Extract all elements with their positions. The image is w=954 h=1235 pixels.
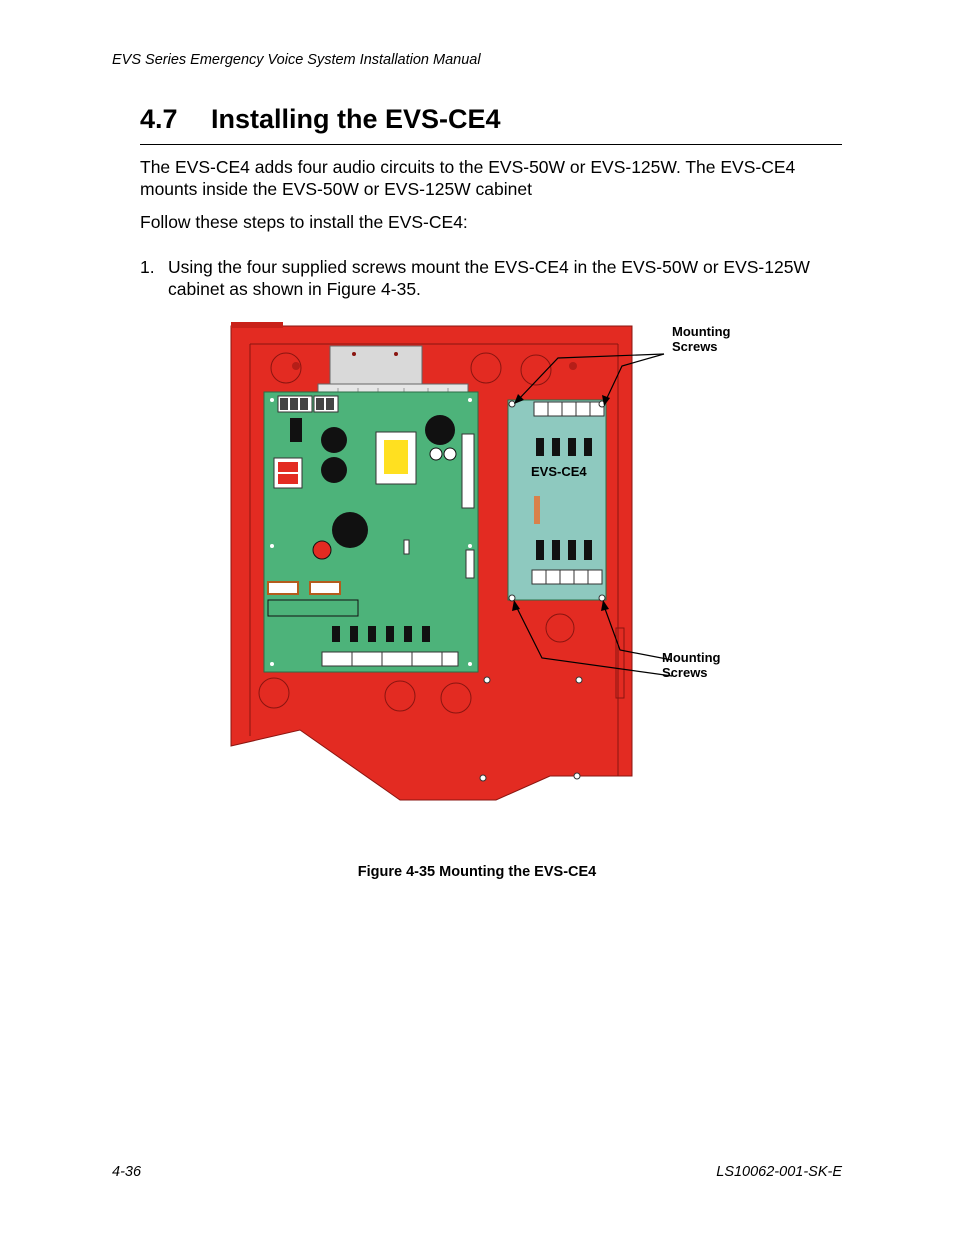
intro-paragraph: The EVS-CE4 adds four audio circuits to … <box>140 157 796 199</box>
cabinet-illustration <box>230 322 673 801</box>
callout-top-line1: Mounting <box>672 324 731 339</box>
callout-arrows <box>515 353 673 677</box>
main-board <box>263 391 479 673</box>
figure-caption: Figure 4-35 Mounting the EVS-CE4 <box>357 864 597 880</box>
evs-ce4-board <box>507 399 607 602</box>
figure-mounting-diagram: EVS-CE4 Mounting Screws Mounting Screws <box>228 318 748 808</box>
callout-bottom: Mounting Screws <box>662 650 720 680</box>
page-number: 4-36 <box>112 1164 142 1180</box>
screw-icon <box>508 594 516 602</box>
screw-icon <box>598 594 606 602</box>
callout-top: Mounting Screws <box>672 324 730 354</box>
step-text: Using the four supplied screws mount the… <box>168 257 810 299</box>
running-header: EVS Series Emergency Voice System Instal… <box>112 52 481 68</box>
callout-top-line2: Screws <box>672 339 718 354</box>
evs-ce4-label: EVS-CE4 <box>531 464 587 479</box>
document-number: LS10062-001-SK-E <box>716 1164 842 1180</box>
callout-bottom-line1: Mounting <box>662 650 721 665</box>
section-heading: 4.7 Installing the EVS-CE4 <box>140 102 842 145</box>
follow-paragraph: Follow these steps to install the EVS-CE… <box>140 212 468 232</box>
section-title: Installing the EVS-CE4 <box>211 104 501 134</box>
screw-icon <box>508 400 516 408</box>
callout-bottom-line2: Screws <box>662 665 708 680</box>
section-number: 4.7 <box>140 104 178 134</box>
arrowhead-icons <box>512 394 610 611</box>
step-number: 1. <box>140 257 155 277</box>
